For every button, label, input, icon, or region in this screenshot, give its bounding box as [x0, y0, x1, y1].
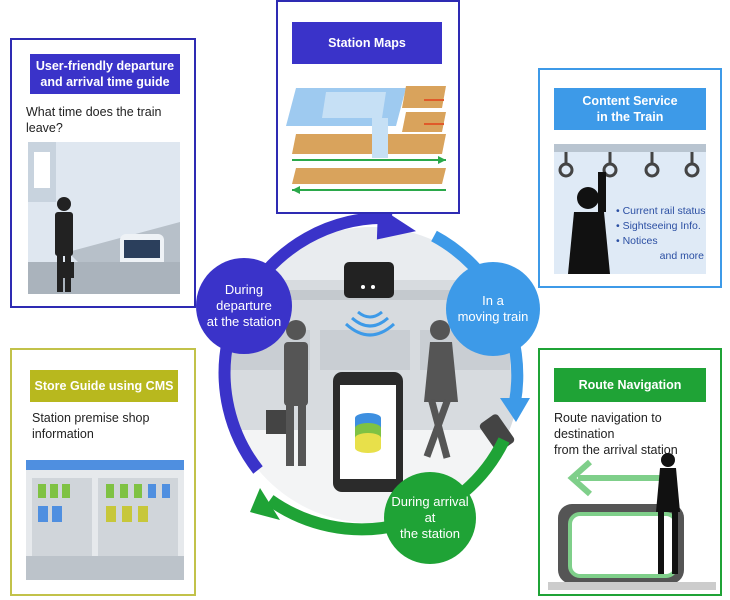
content-service-list: • Current rail status • Sightseeing Info…: [616, 204, 716, 264]
passenger-holding-strap: [568, 172, 610, 274]
content-item-sightseeing: • Sightseeing Info.: [616, 220, 701, 232]
bubble-arrival-line3: the station: [400, 526, 460, 541]
departure-train-illustration: [28, 142, 180, 294]
cycle-arrow-blue-lower: [218, 338, 263, 474]
content-title-line2: in the Train: [596, 110, 664, 124]
store-shelf-illustration: [26, 460, 184, 580]
bubble-arrival: During arrival at the station: [384, 472, 476, 564]
route-desc-line1: Route navigation to destination: [554, 411, 662, 441]
card-content-service: Content Service in the Train • Current r…: [538, 68, 722, 288]
bubble-arrival-line2: at: [424, 510, 436, 525]
bubble-departure-line1: During: [224, 282, 264, 297]
card-store-guide-title: Store Guide using CMS: [30, 370, 178, 402]
card-departure-guide-desc: What time does the train leave?: [26, 104, 186, 136]
card-station-maps: Station Maps: [276, 0, 460, 214]
content-title-line1: Content Service: [582, 94, 678, 108]
departure-title-line1: User-friendly departure: [35, 59, 175, 73]
content-item-notices: • Notices: [616, 235, 658, 247]
card-store-guide-desc: Station premise shop information: [32, 410, 192, 442]
beacon-icon: [344, 262, 396, 337]
cycle-arrowhead-green: [250, 488, 280, 520]
smartphone-icon: [333, 372, 403, 492]
departure-title-line2: and arrival time guide: [40, 75, 170, 89]
walking-passenger-silhouette: [656, 453, 680, 574]
card-content-service-title: Content Service in the Train: [554, 88, 706, 130]
card-store-guide: Store Guide using CMS Station premise sh…: [10, 348, 196, 596]
route-navigation-title-text: Route Navigation: [578, 378, 682, 392]
bubble-moving: In a moving train: [446, 262, 540, 356]
card-departure-guide-title: User-friendly departure and arrival time…: [30, 54, 180, 94]
route-navigation-illustration: [548, 453, 716, 590]
train-strap-illustration: [554, 144, 706, 274]
store-desc-line1: Station premise shop: [32, 411, 150, 425]
cycle-arrowhead-blue: [376, 206, 417, 240]
card-route-navigation-title: Route Navigation: [554, 368, 706, 402]
card-station-maps-title: Station Maps: [292, 22, 442, 64]
store-guide-title-text: Store Guide using CMS: [34, 379, 174, 393]
bubble-arrival-line1: During arrival: [391, 494, 469, 509]
passenger-silhouette-left: [266, 320, 308, 466]
card-departure-guide: User-friendly departure and arrival time…: [10, 38, 196, 308]
card-route-navigation-desc: Route navigation to destination from the…: [554, 410, 724, 458]
departure-desc-line1: What time does the train: [26, 105, 162, 119]
cycle-arrowhead-sky: [500, 398, 530, 422]
content-item-rail-status: • Current rail status: [616, 205, 706, 217]
content-item-more: and more: [659, 250, 704, 262]
bubble-departure-line2: departure: [216, 298, 272, 313]
bubble-departure-line3: at the station: [206, 314, 282, 329]
bubble-departure: During departure at the station: [196, 258, 292, 354]
card-route-navigation: Route Navigation Route navigation to des…: [538, 348, 722, 596]
bubble-moving-line2: moving train: [457, 309, 529, 324]
station-map-illustration: [286, 86, 446, 194]
left-arrow-icon: [567, 459, 668, 497]
bubble-moving-line1: In a: [482, 293, 504, 308]
station-maps-title-text: Station Maps: [328, 36, 406, 50]
route-desc-line2: from the arrival station: [554, 443, 678, 457]
departure-desc-line2: leave?: [26, 121, 63, 135]
store-desc-line2: information: [32, 427, 94, 441]
